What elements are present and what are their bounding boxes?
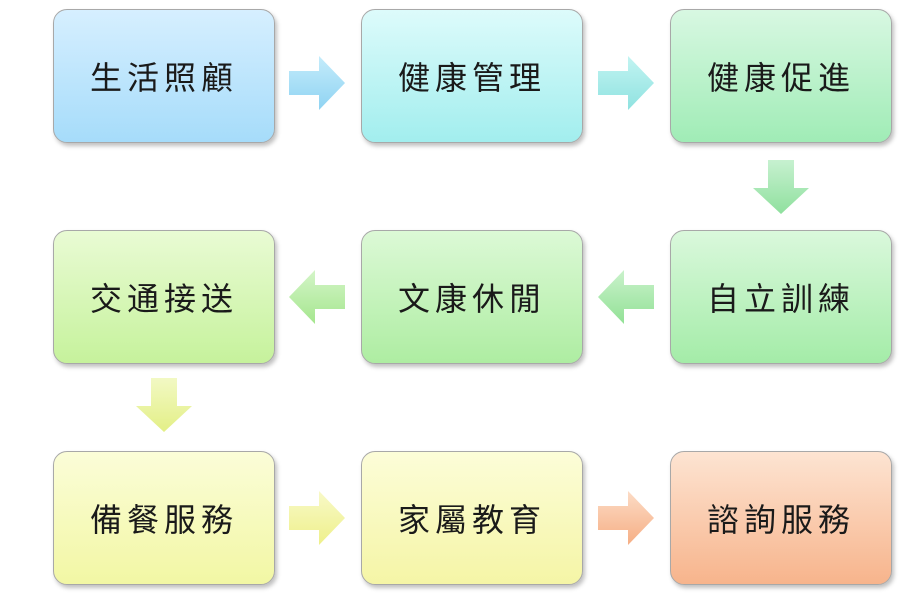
- arrow-right-icon: [289, 491, 345, 545]
- step-label: 交通接送: [89, 280, 238, 318]
- step-box-transportation: 交通接送: [53, 230, 275, 364]
- step-box-meal-service: 備餐服務: [53, 451, 275, 585]
- arrow-shape: [289, 491, 345, 545]
- step-box-consultation: 諮詢服務: [670, 451, 892, 585]
- arrow-shape: [598, 56, 654, 110]
- arrow-down-icon: [136, 378, 192, 432]
- arrow-left-icon: [289, 270, 345, 324]
- arrow-right-icon: [598, 56, 654, 110]
- arrow-shape: [136, 378, 192, 432]
- arrow-down-icon: [753, 160, 809, 214]
- step-label: 健康管理: [397, 59, 546, 97]
- arrow-shape: [598, 491, 654, 545]
- step-box-independence-training: 自立訓練: [670, 230, 892, 364]
- step-label: 生活照顧: [89, 59, 238, 97]
- step-box-health-management: 健康管理: [361, 9, 583, 143]
- arrow-shape: [598, 270, 654, 324]
- step-label: 備餐服務: [89, 501, 238, 539]
- step-box-recreation: 文康休閒: [361, 230, 583, 364]
- arrow-shape: [753, 160, 809, 214]
- arrow-right-icon: [598, 491, 654, 545]
- step-box-family-education: 家屬教育: [361, 451, 583, 585]
- step-label: 家屬教育: [397, 501, 546, 539]
- step-box-health-promotion: 健康促進: [670, 9, 892, 143]
- arrow-left-icon: [598, 270, 654, 324]
- step-box-life-care: 生活照顧: [53, 9, 275, 143]
- step-label: 自立訓練: [706, 280, 855, 318]
- arrow-right-icon: [289, 56, 345, 110]
- arrow-shape: [289, 270, 345, 324]
- arrow-shape: [289, 56, 345, 110]
- step-label: 諮詢服務: [706, 501, 855, 539]
- step-label: 健康促進: [706, 59, 855, 97]
- step-label: 文康休閒: [397, 280, 546, 318]
